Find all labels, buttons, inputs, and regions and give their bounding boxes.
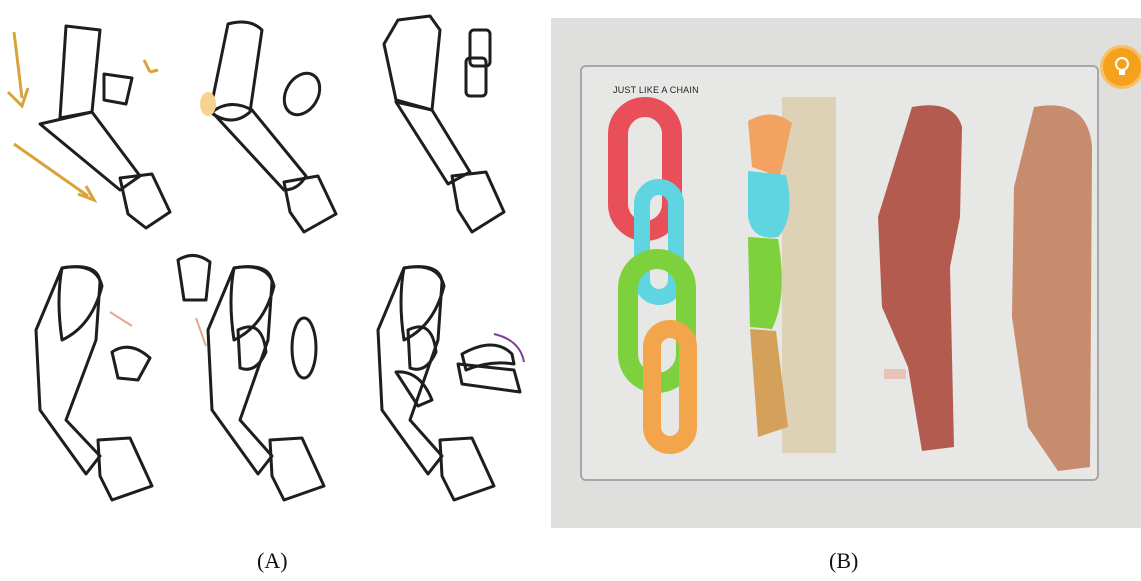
lightbulb-icon	[1103, 48, 1141, 86]
chain-frame: JUST LIKE A CHAIN	[580, 65, 1099, 481]
caption-a: (A)	[257, 548, 288, 574]
gray-box-arm	[384, 16, 504, 232]
segmented-arm	[748, 97, 836, 453]
chain-links	[618, 107, 688, 445]
arm-construction-drawing: .ink { stroke:#1e1e1e; stroke-width:3; s…	[0, 0, 545, 535]
muscle-arm	[878, 105, 962, 451]
chain-arm-illustration	[582, 67, 1097, 479]
gray-arm-bicep	[178, 255, 324, 500]
panel-a-arm-construction: .ink { stroke:#1e1e1e; stroke-width:3; s…	[0, 0, 545, 535]
caption-b: (B)	[829, 548, 858, 574]
skin-arm	[1012, 105, 1092, 471]
gray-arm-deltoid	[36, 267, 152, 500]
yellow-box-arm	[8, 26, 170, 228]
gray-arm-forearm-muscle	[378, 267, 524, 500]
chain-link-cyan	[642, 187, 676, 297]
blue-cylinder-arm	[200, 22, 336, 232]
panel-b-chain-comparison: JUST LIKE A CHAIN	[551, 18, 1141, 528]
